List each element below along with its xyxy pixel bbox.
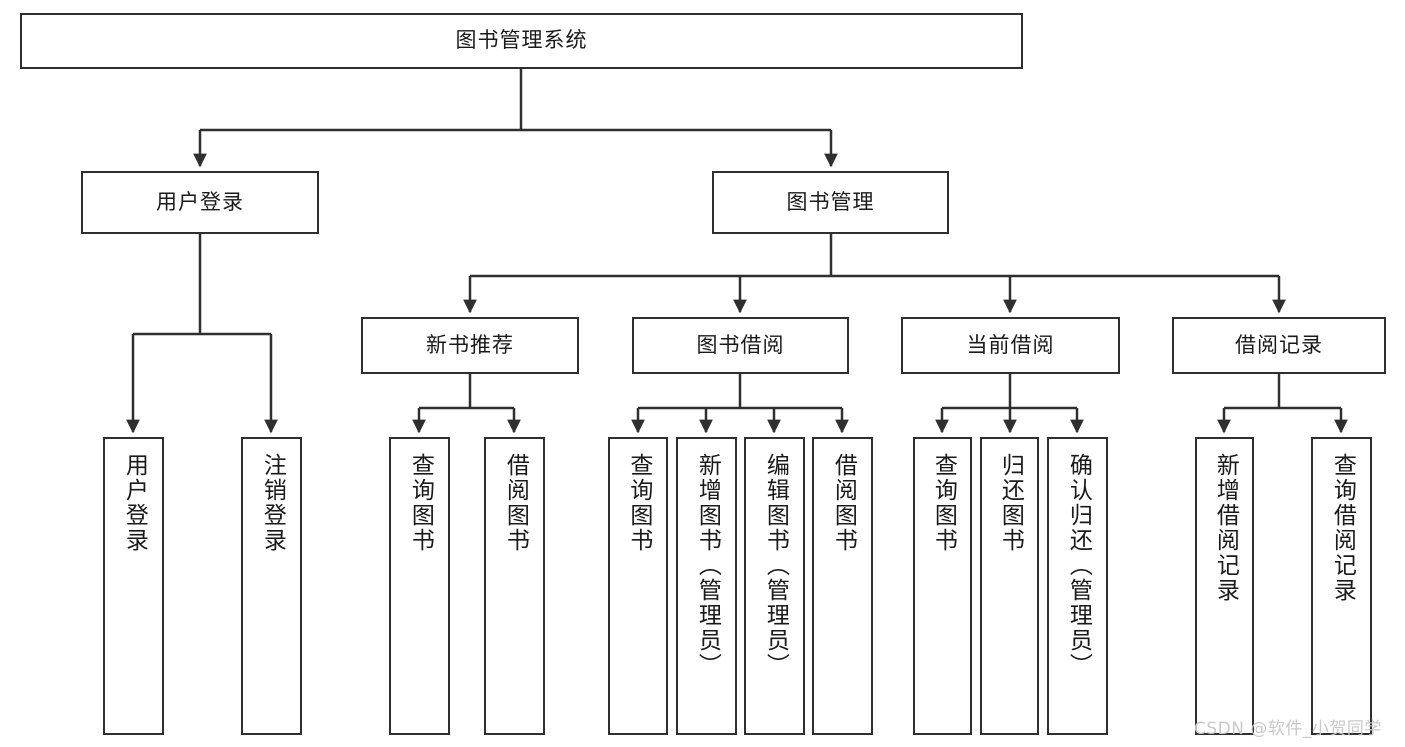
node-label: 新增图书（管理员） xyxy=(694,453,721,678)
node-leaf-add-book-admin[interactable]: 新增图书（管理员） xyxy=(676,437,737,735)
node-label: 借阅记录 xyxy=(1235,332,1323,357)
node-leaf-return-book[interactable]: 归还图书 xyxy=(980,437,1039,735)
node-book-management-system[interactable]: 图书管理系统 xyxy=(20,13,1023,69)
node-leaf-add-borrow-record[interactable]: 新增借阅记录 xyxy=(1195,437,1254,735)
node-new-book-recommend[interactable]: 新书推荐 xyxy=(361,317,579,374)
node-label: 查询借阅记录 xyxy=(1329,453,1356,603)
node-label: 用户登录 xyxy=(156,189,244,214)
node-leaf-borrow-book-recommend[interactable]: 借阅图书 xyxy=(484,437,545,735)
node-label: 新书推荐 xyxy=(426,332,514,357)
node-leaf-edit-book-admin[interactable]: 编辑图书（管理员） xyxy=(744,437,805,735)
node-leaf-query-borrow-record[interactable]: 查询借阅记录 xyxy=(1311,437,1372,735)
node-borrow-record[interactable]: 借阅记录 xyxy=(1172,317,1386,374)
node-leaf-query-book-borrow[interactable]: 查询图书 xyxy=(608,437,668,735)
node-book-borrow[interactable]: 图书借阅 xyxy=(632,317,849,374)
node-label: 确认归还（管理员） xyxy=(1065,453,1092,678)
node-label: 图书管理系统 xyxy=(455,28,588,53)
node-user-login[interactable]: 用户登录 xyxy=(81,171,319,234)
node-label: 新增借阅记录 xyxy=(1212,453,1239,603)
node-label: 图书管理 xyxy=(786,189,875,214)
node-leaf-user-logout[interactable]: 注销登录 xyxy=(241,437,302,735)
node-book-management[interactable]: 图书管理 xyxy=(712,171,949,234)
node-label: 查询图书 xyxy=(407,453,434,553)
node-leaf-confirm-return-admin[interactable]: 确认归还（管理员） xyxy=(1047,437,1108,735)
csdn-watermark: CSDN @软件_小贺同学 xyxy=(1194,719,1382,739)
node-leaf-query-book-current[interactable]: 查询图书 xyxy=(913,437,972,735)
node-label: 用户登录 xyxy=(121,453,148,553)
node-label: 查询图书 xyxy=(930,453,957,553)
node-label: 注销登录 xyxy=(259,453,286,553)
node-label: 编辑图书（管理员） xyxy=(762,453,789,678)
node-label: 当前借阅 xyxy=(966,332,1055,357)
node-label: 借阅图书 xyxy=(830,453,857,553)
node-leaf-borrow-book[interactable]: 借阅图书 xyxy=(812,437,873,735)
node-current-borrow[interactable]: 当前借阅 xyxy=(901,317,1120,374)
node-leaf-user-login[interactable]: 用户登录 xyxy=(103,437,164,735)
node-label: 图书借阅 xyxy=(696,332,785,357)
node-label: 借阅图书 xyxy=(502,453,529,553)
node-leaf-query-book-recommend[interactable]: 查询图书 xyxy=(389,437,450,735)
node-label: 归还图书 xyxy=(997,453,1024,553)
node-label: 查询图书 xyxy=(625,453,652,553)
